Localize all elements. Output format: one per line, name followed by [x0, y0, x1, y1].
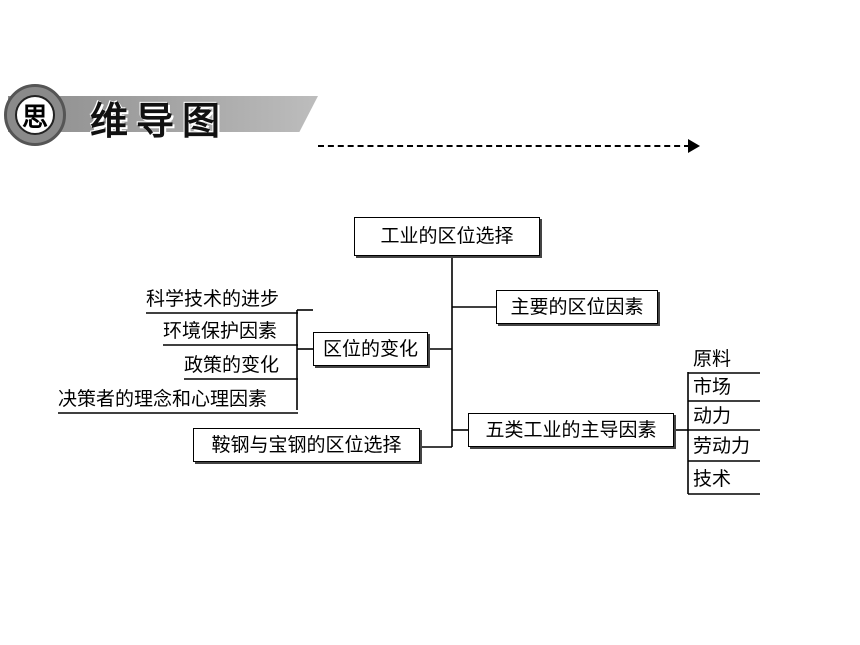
banner-title: 维导图 [90, 99, 229, 143]
five-types-node: 五类工业的主导因素 [468, 413, 674, 447]
change-factor-item: 科学技术的进步 [146, 288, 280, 310]
main-factors-node: 主要的区位因素 [496, 290, 658, 324]
dominant-factor-item: 劳动力 [693, 435, 751, 457]
badge-icon: 思 [4, 84, 66, 146]
change-factor-item: 决策者的理念和心理因素 [58, 388, 268, 410]
case-study-node: 鞍钢与宝钢的区位选择 [193, 428, 420, 462]
dominant-factor-item: 原料 [693, 348, 732, 370]
location-change-node: 区位的变化 [313, 332, 428, 366]
badge-char: 思 [15, 95, 55, 135]
root-node: 工业的区位选择 [354, 217, 540, 256]
dominant-factor-item: 技术 [693, 468, 732, 490]
header-banner: 思 维导图 [0, 84, 330, 146]
arrow-right-icon [688, 139, 700, 153]
change-factor-item: 政策的变化 [184, 354, 280, 376]
dominant-factor-item: 市场 [693, 376, 732, 398]
dashed-divider [318, 145, 690, 147]
dominant-factor-item: 动力 [693, 405, 732, 427]
change-factor-item: 环境保护因素 [163, 320, 278, 342]
